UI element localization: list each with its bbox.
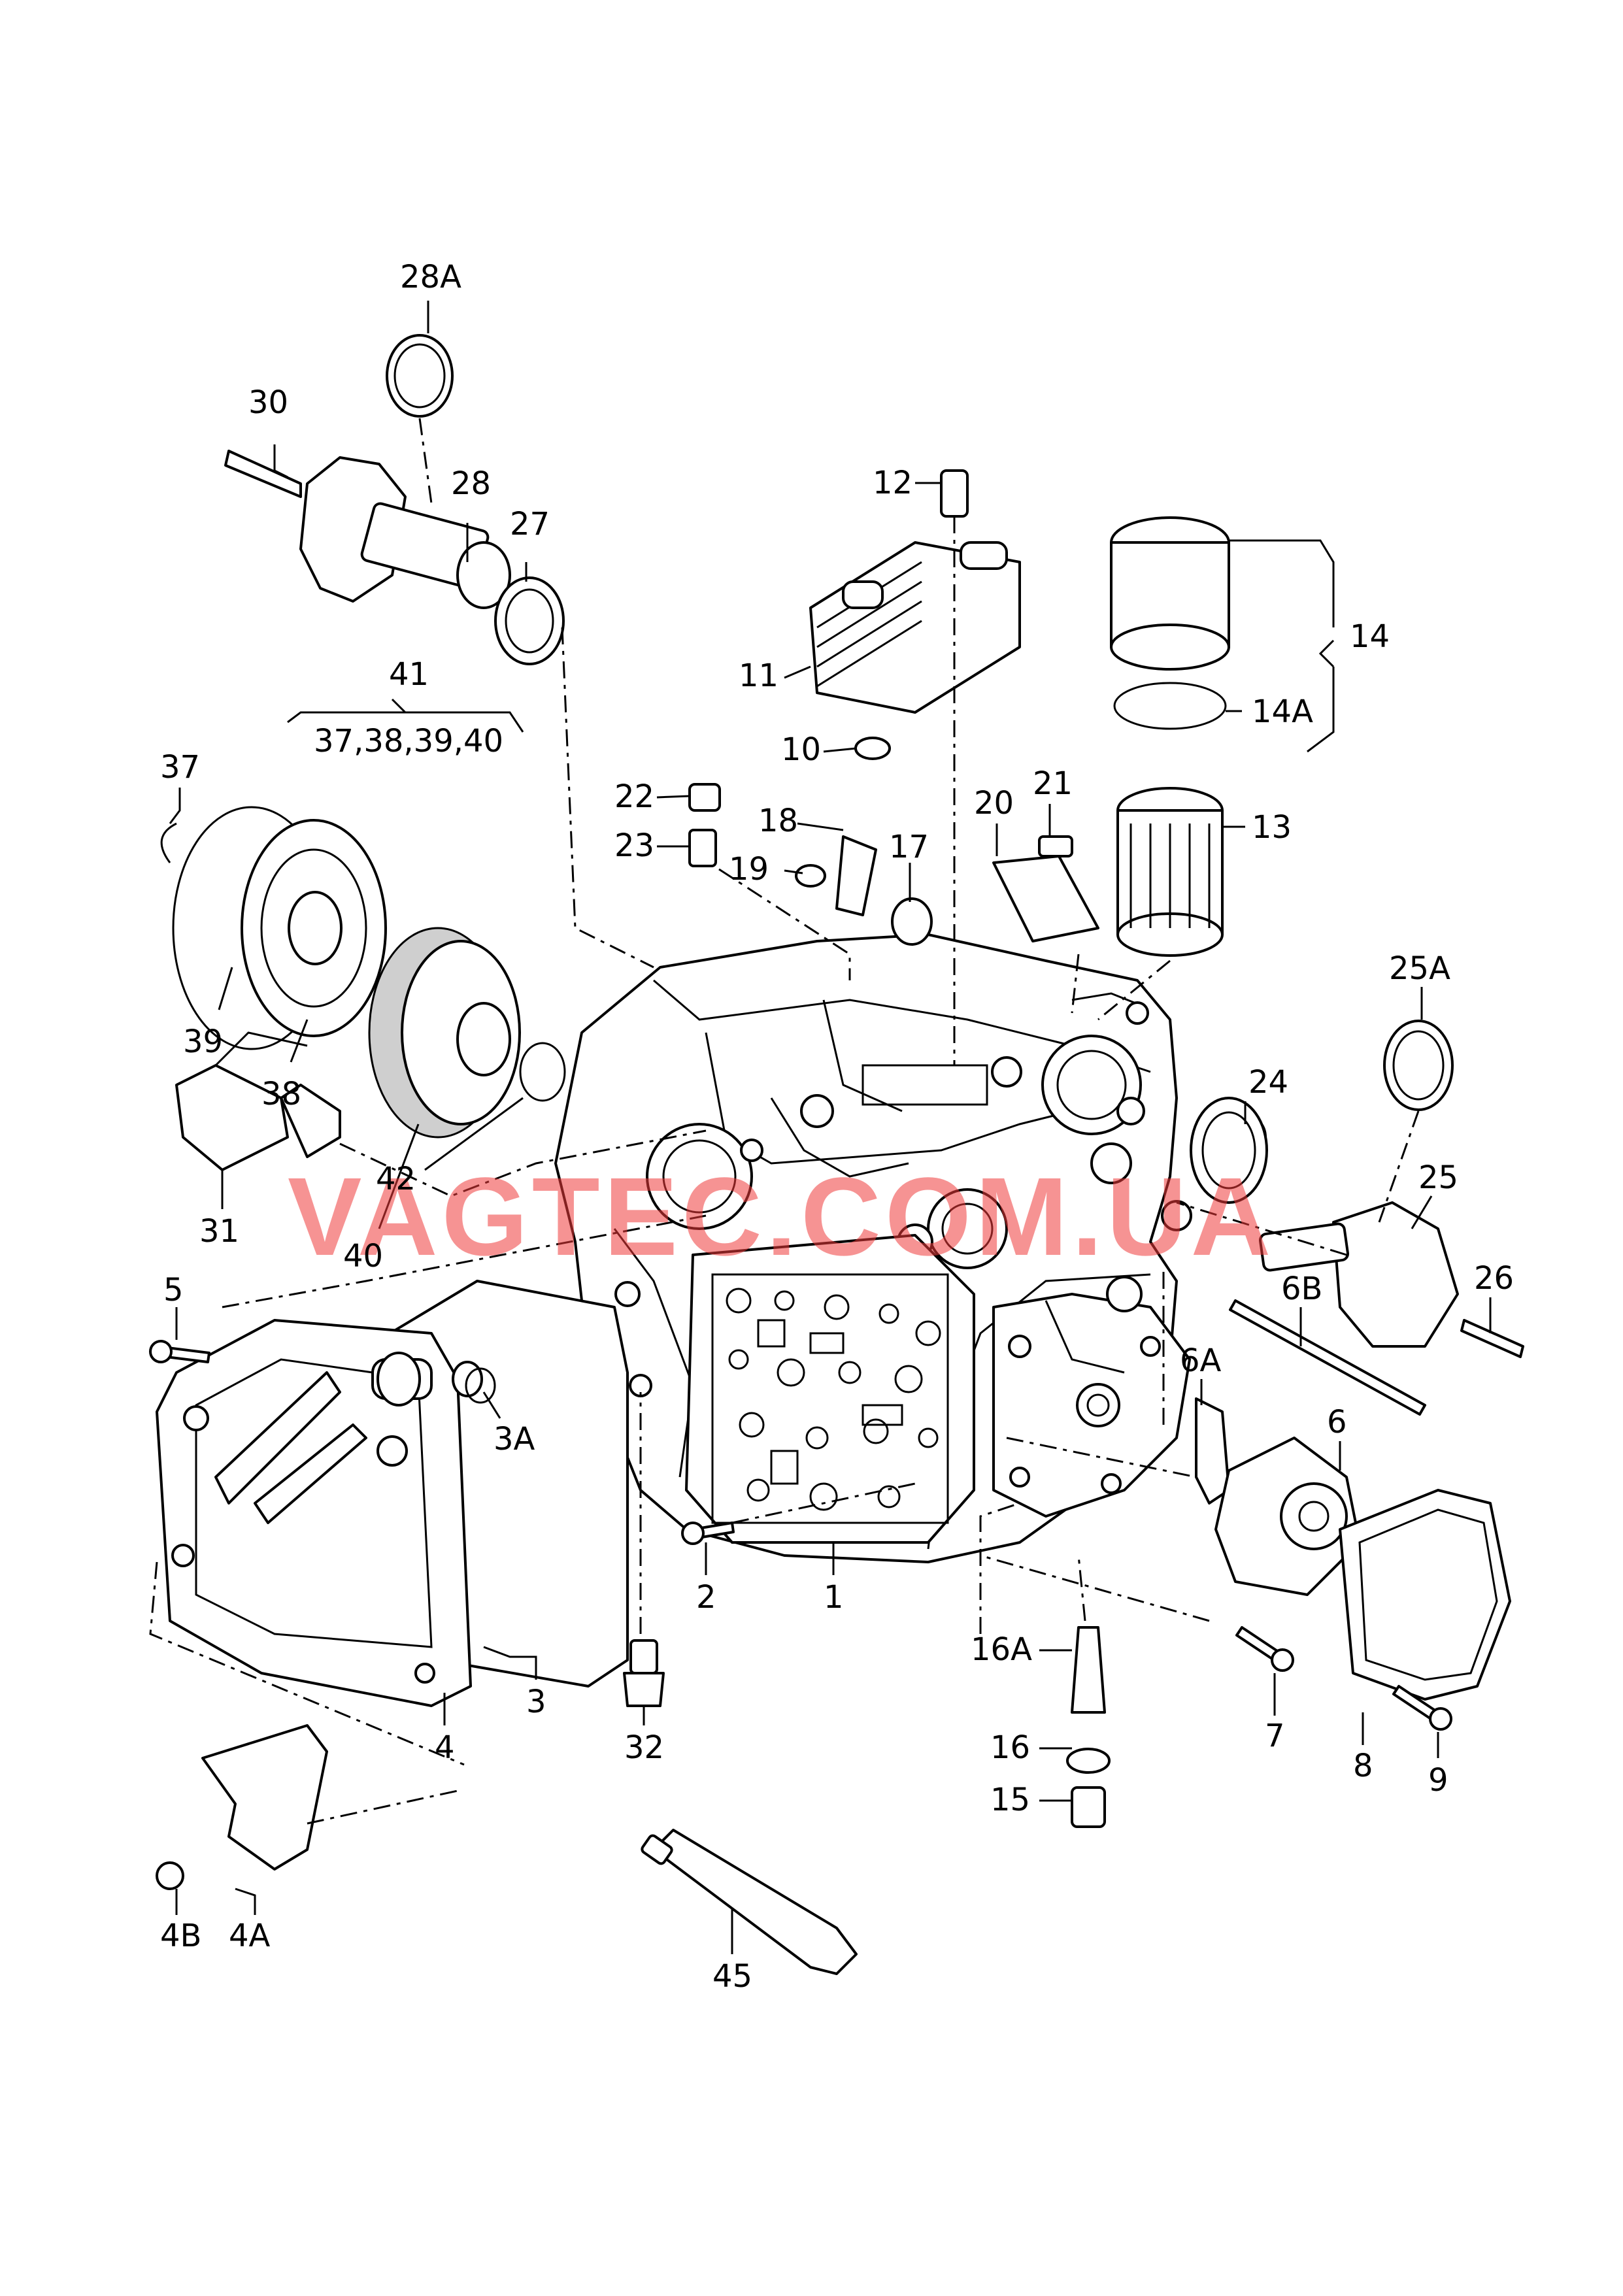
label-13: 13: [1252, 809, 1292, 846]
oil-cooler: [809, 469, 1021, 760]
label-6B: 6B: [1281, 1271, 1322, 1307]
sensor-31: [175, 1031, 341, 1171]
label-6: 6: [1327, 1404, 1347, 1440]
label-1: 1: [824, 1579, 844, 1616]
label-9: 9: [1428, 1762, 1448, 1799]
flange-shaft-28: [224, 334, 565, 665]
label-31: 31: [199, 1213, 239, 1250]
label-10: 10: [781, 731, 821, 768]
label-38: 38: [261, 1076, 301, 1112]
label-18: 18: [758, 803, 798, 839]
label-14A: 14A: [1252, 693, 1313, 730]
label-4B: 4B: [160, 1918, 201, 1954]
label-32: 32: [624, 1729, 664, 1766]
label-24: 24: [1248, 1064, 1288, 1101]
label-37: 37: [160, 749, 200, 786]
label-28: 28: [451, 465, 491, 502]
flange-shaft-25: [1190, 1020, 1524, 1416]
label-25A: 25A: [1389, 950, 1450, 987]
label-42: 42: [376, 1161, 416, 1197]
label-12: 12: [873, 465, 912, 501]
bracket-4a: [156, 1724, 328, 1890]
label-14: 14: [1350, 618, 1390, 655]
label-3: 3: [526, 1684, 546, 1720]
label-23: 23: [614, 827, 654, 864]
label-41: 41: [389, 656, 429, 693]
label-7: 7: [1265, 1718, 1285, 1754]
label-4A: 4A: [229, 1918, 271, 1954]
label-25: 25: [1418, 1159, 1458, 1196]
label-8: 8: [1353, 1748, 1373, 1784]
label-2: 2: [696, 1579, 716, 1616]
label-26: 26: [1474, 1260, 1514, 1297]
small-parts: [688, 783, 1099, 946]
label-40: 40: [343, 1238, 383, 1274]
clutch-assembly: [160, 806, 566, 1139]
label-4: 4: [435, 1729, 455, 1766]
label-16A: 16A: [971, 1631, 1032, 1668]
label-5: 5: [163, 1272, 184, 1308]
bolts: [149, 1340, 1452, 1731]
label-19: 19: [729, 851, 769, 888]
label-28A: 28A: [400, 259, 461, 295]
label-21: 21: [1033, 765, 1073, 802]
sealant-tube: [641, 1829, 858, 1975]
part-labels: 28A 30 28 27 41 37,38,39,40 37 39 38 42 …: [160, 259, 1514, 1995]
label-45: 45: [712, 1958, 752, 1995]
label-15: 15: [990, 1782, 1030, 1818]
rear-cover: [1195, 1397, 1511, 1701]
drain-plugs: [623, 1626, 1111, 1828]
label-11: 11: [739, 657, 778, 694]
watermark: VAGTEC.COM.UA: [288, 1155, 1275, 1279]
mechatronic-unit: [685, 1234, 975, 1544]
label-3A: 3A: [494, 1421, 535, 1457]
label-17: 17: [889, 829, 929, 865]
label-16: 16: [990, 1729, 1030, 1766]
label-27: 27: [510, 506, 550, 542]
leader-lines: [169, 301, 1492, 1954]
label-22: 22: [614, 778, 654, 815]
label-20: 20: [974, 785, 1014, 822]
label-41-sub: 37,38,39,40: [314, 723, 503, 759]
filter-housing: [1110, 516, 1230, 957]
label-30: 30: [248, 384, 288, 421]
oil-pan: [156, 1280, 629, 1707]
label-39: 39: [183, 1023, 223, 1060]
assembly-lines: [149, 418, 1420, 1825]
label-6A: 6A: [1180, 1342, 1222, 1379]
